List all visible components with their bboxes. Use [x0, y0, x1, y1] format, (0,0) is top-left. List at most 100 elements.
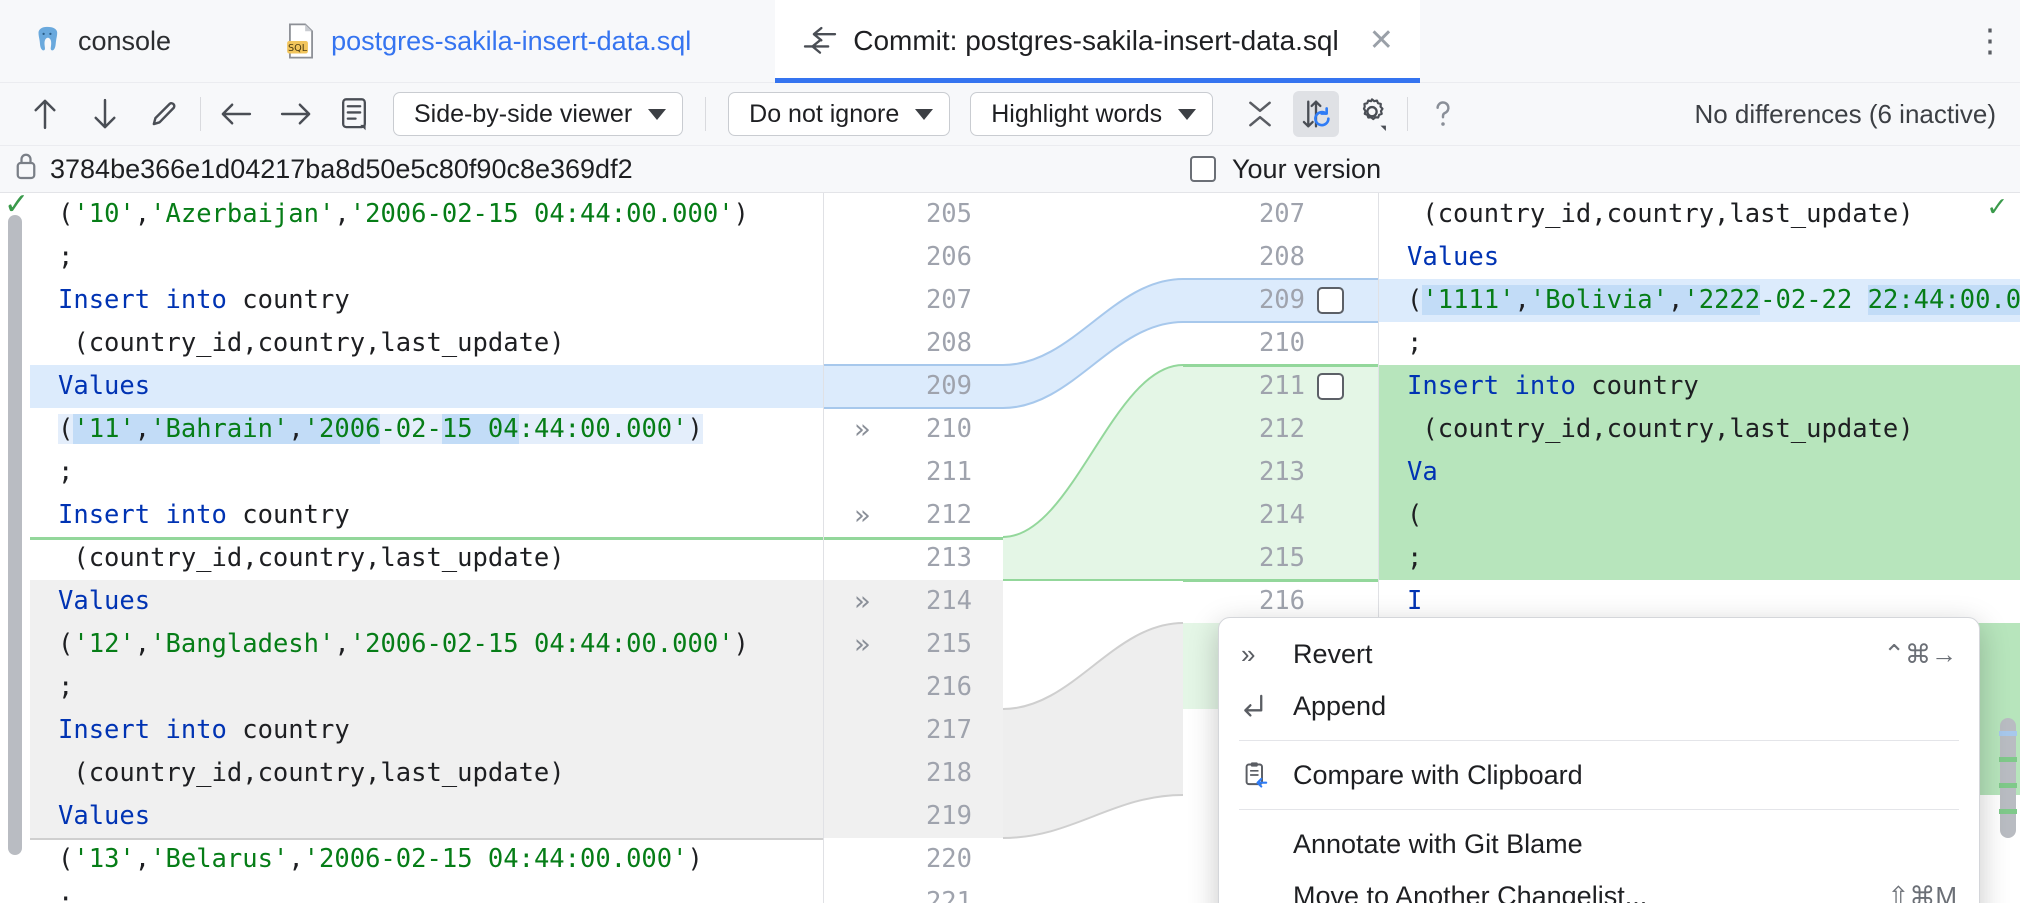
- viewer-mode-label: Side-by-side viewer: [414, 99, 633, 128]
- context-menu-item-compare-with-clipboard[interactable]: Compare with Clipboard: [1219, 749, 1979, 801]
- diff-connector-area: [1003, 193, 1183, 903]
- synchronize-scrolling-icon[interactable]: [1293, 91, 1340, 137]
- line-number: 213: [925, 543, 972, 573]
- more-options-icon[interactable]: ⋮: [1974, 22, 2006, 59]
- ignore-policy-select[interactable]: Do not ignore: [728, 92, 951, 136]
- context-menu-item-annotate-with-git-blame[interactable]: Annotate with Git Blame: [1219, 818, 1979, 870]
- chevron-down-icon: [1178, 108, 1197, 120]
- left-code-line: ('10','Azerbaijan','2006-02-15 04:44:00.…: [58, 199, 749, 229]
- right-gutter-sep-green: [1183, 364, 1378, 367]
- question-mark-icon[interactable]: [1420, 91, 1466, 137]
- line-number: 207: [925, 285, 972, 315]
- left-chunk-separator: [30, 537, 823, 540]
- close-icon[interactable]: ✕: [1368, 24, 1394, 57]
- line-number: 209: [925, 371, 972, 401]
- line-number: 214: [925, 586, 972, 616]
- right-code-line-added: Insert into country: [1407, 371, 1699, 401]
- line-number: 205: [925, 199, 972, 229]
- right-code-line-added: (: [1407, 500, 1423, 530]
- left-chunk-separator-2: [30, 838, 823, 840]
- revert-chevrons-icon[interactable]: »: [854, 629, 871, 660]
- menu-item-shortcut: ⇧⌘M: [1887, 880, 1957, 904]
- line-number: 217: [925, 715, 972, 745]
- context-menu-item-append[interactable]: Append: [1219, 680, 1979, 732]
- left-code-line: ;: [58, 887, 74, 903]
- line-number: 208: [1258, 242, 1305, 272]
- editor-options-icon[interactable]: [331, 91, 377, 137]
- right-code-line: Values: [1407, 242, 1500, 272]
- line-number: 207: [1258, 199, 1305, 229]
- left-code-line: Insert into country: [58, 715, 350, 745]
- clipboard-compare-icon: [1241, 761, 1293, 789]
- line-number: 219: [925, 801, 972, 831]
- include-line-checkbox[interactable]: [1317, 287, 1344, 314]
- menu-divider: [1239, 740, 1959, 741]
- previous-difference-button[interactable]: [22, 91, 68, 137]
- collapse-unchanged-icon[interactable]: [1237, 91, 1283, 137]
- diff-context-menu[interactable]: » Revert ⌃⌘→ Append Compare with Clipboa…: [1218, 617, 1980, 903]
- check-icon: ✓: [1987, 193, 2006, 224]
- overview-marker-added: [1999, 757, 2017, 762]
- menu-item-shortcut: ⌃⌘→: [1883, 638, 1957, 669]
- your-version-label: Your version: [1232, 153, 1382, 184]
- right-scrollbar-thumb[interactable]: [2000, 718, 2016, 838]
- left-scrollbar-strip[interactable]: ✓: [0, 193, 30, 903]
- line-number: 216: [1258, 586, 1305, 616]
- viewer-mode-select[interactable]: Side-by-side viewer: [393, 92, 684, 136]
- tab-commit-diff[interactable]: Commit: postgres-sakila-insert-data.sql …: [775, 0, 1420, 83]
- left-code-pane[interactable]: ('10','Azerbaijan','2006-02-15 04:44:00.…: [30, 193, 823, 903]
- commit-diff-icon: [801, 26, 839, 56]
- left-gutter-sep: [824, 364, 1003, 366]
- highlight-mode-select[interactable]: Highlight words: [970, 92, 1214, 136]
- left-line-number-gutter[interactable]: 205 206 207 208 209 » 210 211 » 212 213 …: [823, 193, 1003, 903]
- left-gutter-bg-ignored: [824, 580, 1003, 838]
- left-code-line: ;: [58, 242, 74, 272]
- pencil-icon[interactable]: [142, 91, 188, 137]
- revert-chevrons-icon[interactable]: »: [854, 586, 871, 617]
- line-number: 211: [1258, 371, 1305, 401]
- sql-file-icon: SQL: [285, 23, 317, 59]
- left-gutter-bg-modified: [824, 365, 1003, 408]
- overview-marker-added: [1999, 809, 2017, 814]
- diff-overview-markers: [1999, 713, 2017, 853]
- left-scrollbar-thumb[interactable]: [8, 215, 22, 855]
- line-number: 221: [925, 887, 972, 903]
- forward-button[interactable]: [273, 91, 319, 137]
- next-difference-button[interactable]: [82, 91, 128, 137]
- right-gutter-bg-added: [1183, 365, 1378, 580]
- left-code-line: (country_id,country,last_update): [58, 543, 565, 573]
- svg-text:SQL: SQL: [288, 43, 308, 54]
- right-code-line-added: (country_id,country,last_update): [1407, 414, 1914, 444]
- toolbar-divider-2: [705, 97, 707, 131]
- right-code-line-added: Va: [1407, 457, 1438, 487]
- right-code-line: I: [1407, 586, 1423, 616]
- append-icon: [1241, 693, 1293, 719]
- diff-body: ✓ ('10','Azerbaijan','2006-02-15 04:44:0…: [0, 193, 2020, 903]
- revert-chevrons-icon[interactable]: »: [854, 500, 871, 531]
- left-gutter-sep: [824, 407, 1003, 409]
- line-number: 216: [925, 672, 972, 702]
- left-code-line: (country_id,country,last_update): [58, 328, 565, 358]
- pane-titles: 3784be366e1d04217ba8d50e5c80f90c8e369df2…: [0, 146, 2020, 193]
- line-number: 218: [925, 758, 972, 788]
- context-menu-item-revert[interactable]: » Revert ⌃⌘→: [1219, 628, 1979, 680]
- line-number: 206: [925, 242, 972, 272]
- tab-sql-file[interactable]: SQL postgres-sakila-insert-data.sql: [259, 0, 717, 83]
- tab-console[interactable]: console: [0, 0, 197, 83]
- toolbar-divider-3: [1407, 97, 1409, 131]
- line-number: 213: [1258, 457, 1305, 487]
- revert-chevrons-icon: »: [1241, 638, 1256, 669]
- gear-icon[interactable]: [1349, 91, 1395, 137]
- include-line-checkbox[interactable]: [1317, 373, 1344, 400]
- postgres-elephant-icon: [30, 24, 64, 58]
- line-number: 215: [1258, 543, 1305, 573]
- context-menu-item-move-to-another-changelist[interactable]: Move to Another Changelist... ⇧⌘M: [1219, 870, 1979, 904]
- left-code-line: Values: [58, 801, 151, 831]
- chevron-down-icon: [915, 108, 934, 120]
- right-row-bg-added: [1379, 365, 2020, 580]
- right-code-line: (country_id,country,last_update): [1407, 199, 1914, 229]
- revert-chevrons-icon[interactable]: »: [854, 414, 871, 445]
- right-code-line: ;: [1407, 328, 1423, 358]
- your-version-checkbox[interactable]: [1190, 156, 1216, 182]
- back-button[interactable]: [213, 91, 259, 137]
